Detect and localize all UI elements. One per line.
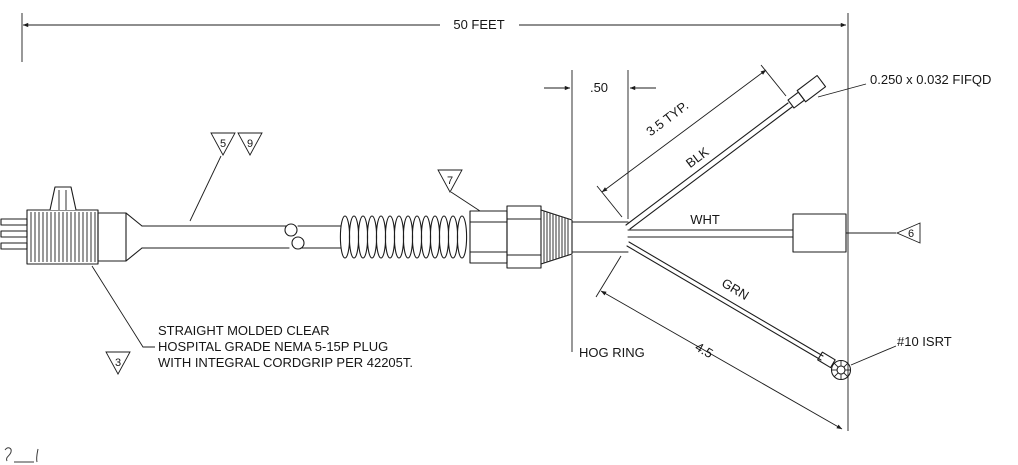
wht-label: WHT xyxy=(690,212,720,227)
hog-ring-callout: HOG RING xyxy=(571,255,645,360)
flag-triangle-3 xyxy=(105,351,131,375)
grn-label: GRN xyxy=(719,275,751,303)
flag-triangle-5 xyxy=(210,132,236,156)
dim-blk-text: 3.5 TYP. xyxy=(643,98,691,139)
grn-wire: GRN #10 ISRT xyxy=(626,241,952,381)
dimension-overall-length: 50 FEET xyxy=(21,13,849,431)
flag-triangle-7 xyxy=(437,169,463,193)
flag-triangle-9 xyxy=(237,132,263,156)
dim-overall-text: 50 FEET xyxy=(453,17,504,32)
flag-9-number: 9 xyxy=(247,138,253,150)
ring-terminal xyxy=(830,359,852,381)
flag-6-number: 6 xyxy=(908,228,914,240)
flag-note-7: 7 xyxy=(437,169,481,212)
fifqd-terminal xyxy=(787,74,827,109)
flag-3-number: 3 xyxy=(115,357,121,369)
plug-ribs xyxy=(30,212,96,262)
ring-crimp xyxy=(817,351,836,369)
plug-note-line2: HOSPITAL GRADE NEMA 5-15P PLUG xyxy=(158,339,388,354)
wht-terminal xyxy=(792,213,847,253)
dimension-blk-lead: 3.5 TYP. xyxy=(596,64,787,218)
flag-notes-5-9: 5 9 xyxy=(189,132,263,222)
dimension-grn-lead: 4.5 xyxy=(595,255,843,430)
hog-ring-text: HOG RING xyxy=(579,345,645,360)
corrugated-conduit xyxy=(339,215,468,259)
blk-label: BLK xyxy=(683,144,712,171)
power-cord xyxy=(141,223,342,250)
plug-note-line1: STRAIGHT MOLDED CLEAR xyxy=(158,323,330,338)
flag-5-number: 5 xyxy=(220,138,226,150)
cord-grip-fitting xyxy=(469,205,629,269)
dim-grn-text: 4.5 xyxy=(693,339,716,361)
dimension-breakout: .50 xyxy=(544,70,656,219)
plug-note-line3: WITH INTEGRAL CORDGRIP PER 42205T. xyxy=(158,355,413,370)
blk-wire: BLK 0.250 x 0.032 FIFQD xyxy=(625,72,991,230)
plug-note: 3 STRAIGHT MOLDED CLEAR HOSPITAL GRADE N… xyxy=(91,265,413,375)
wht-wire: WHT 6 xyxy=(627,212,921,253)
isrt-callout: #10 ISRT xyxy=(897,334,952,349)
nema-plug xyxy=(0,186,143,265)
cord-break-symbol xyxy=(284,223,298,237)
corner-artifact xyxy=(4,447,39,463)
dim-breakout-text: .50 xyxy=(590,80,608,95)
flag-triangle-6 xyxy=(895,222,921,244)
fifqd-callout: 0.250 x 0.032 FIFQD xyxy=(870,72,991,87)
flag-7-number: 7 xyxy=(447,175,453,187)
ferrule-knurl xyxy=(543,211,569,263)
